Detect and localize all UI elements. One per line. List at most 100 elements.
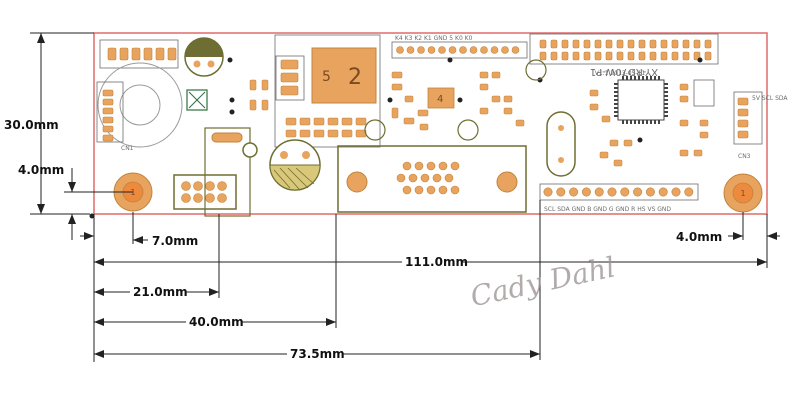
pad [682,39,690,49]
smd-pad [249,99,257,111]
speaker-outline [97,62,183,148]
via [227,57,233,63]
qfp-leg [664,87,668,89]
smd-components [227,57,715,167]
pad [556,187,566,197]
smd-pad [327,117,339,126]
pad [572,51,580,61]
vga-pin [408,173,418,183]
dim-hole-x-left-label: 7.0mm [152,234,198,248]
smd-pad [491,95,501,103]
pad [607,187,617,197]
vga-pin [426,161,436,171]
hole-right-label: 1 [740,189,745,198]
ic-outline [693,79,715,107]
smd-pad [679,95,689,103]
pad [181,181,191,191]
qfp-leg [664,99,668,101]
pad [131,47,141,61]
connector-cn3-pads [737,97,749,139]
pad [417,46,425,54]
pad [205,181,215,191]
pad [569,187,579,197]
board-version: V1.1 2013-05-11 [595,70,646,77]
vga-connector [337,145,527,213]
pad [550,51,558,61]
pad [658,187,668,197]
pad [550,39,558,49]
vga-pin [438,185,448,195]
pad [693,39,701,49]
regulator-label-5: 5 [322,69,331,85]
vga-pin [450,185,460,195]
pcb-board: 1 1 CN1 5 [93,32,788,217]
qfp-leg [664,115,668,117]
pad [671,39,679,49]
qfp-leg [664,103,668,105]
qfp-leg [638,120,640,124]
dimension-annotations: 30.0mm 4.0mm 7.0mm 4.0mm [4,32,780,362]
pad [704,39,712,49]
smd-pad [404,95,414,103]
pad [102,116,114,124]
vga-pin [444,173,454,183]
smd-pad [391,107,399,119]
pad [280,85,299,96]
pad [645,187,655,197]
regulator-label-2: 2 [348,65,362,90]
regulator-pad-large [311,47,377,104]
pad [193,193,203,203]
pad [119,47,129,61]
dim-d2-label: 40.0mm [189,315,244,329]
pad [649,39,657,49]
smd-pad [623,139,633,147]
qfp-leg [614,103,618,105]
connector-cn1 [96,81,124,143]
pad [594,39,602,49]
smd-pad [479,83,489,91]
connector-top-left [99,39,179,69]
smd-pad [699,119,709,127]
pad [583,39,591,49]
via [387,97,393,103]
pad [102,98,114,106]
pad [561,51,569,61]
qfp-leg [646,120,648,124]
qfp-leg [634,76,636,80]
smd-pad [503,95,513,103]
pad [638,51,646,61]
pad [684,187,694,197]
qfp-leg [614,95,618,97]
pad [167,47,177,61]
connector-cn3-labels: 5V SCL SDA [752,95,788,102]
qfp-leg [630,120,632,124]
pad [616,51,624,61]
pad [704,51,712,61]
pad [737,108,749,117]
via [447,57,453,63]
qfp-leg [630,76,632,80]
smd-pad [285,117,297,126]
pad [193,181,203,191]
smd-pad [341,117,353,126]
dim-hole-y-label: 4.0mm [18,163,64,177]
smd-pad [419,123,429,131]
qfp-leg [614,107,618,109]
smd-pad [693,149,703,157]
dim-d3-label: 73.5mm [290,347,345,361]
qfp-chip [614,76,668,124]
qfp-leg [658,120,660,124]
pad [406,46,415,54]
dim-d1-label: 21.0mm [133,285,188,299]
qfp-leg [614,115,618,117]
pad [205,193,215,203]
vga-pin [402,161,412,171]
vga-pin [426,185,436,195]
qfp-leg [646,76,648,80]
smd-pad [355,117,367,126]
qfp-leg [622,76,624,80]
pad [671,187,681,197]
pad [633,187,643,197]
pad [737,130,749,139]
